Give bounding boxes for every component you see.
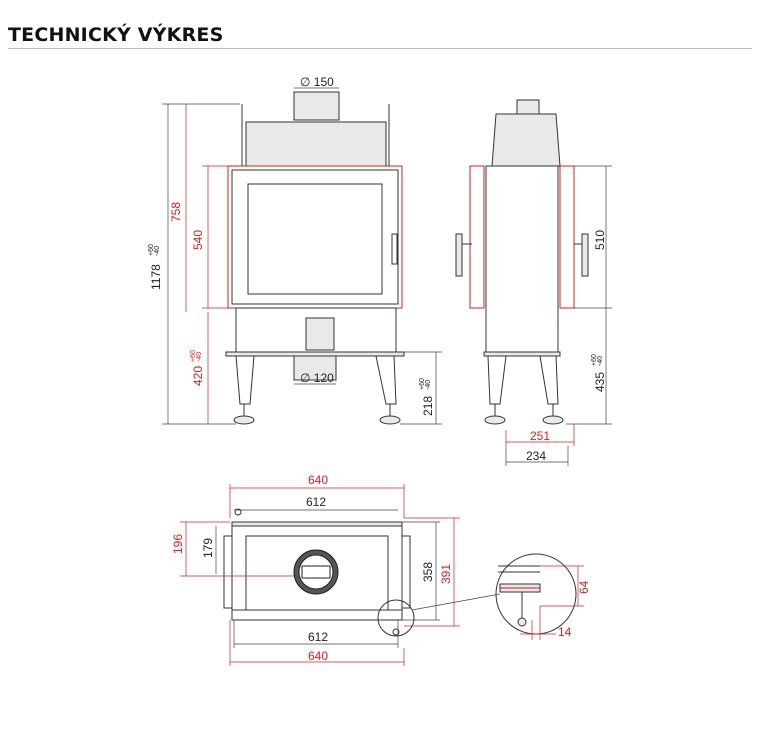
dim-64-label: 64 — [577, 580, 591, 594]
fireplace-frame-red — [227, 165, 403, 309]
door-handle — [391, 233, 398, 265]
side-foot-right — [542, 415, 564, 425]
leg-left — [235, 355, 255, 405]
air-inlet-collar — [293, 355, 337, 381]
top-housing — [245, 121, 387, 167]
front-view: ∅ 150 ∅ 120 1178 +60 -40 758 — [148, 75, 442, 425]
air-inlet-box — [305, 317, 335, 351]
dim-251-label: 251 — [530, 429, 550, 443]
adjuster-bottom-right — [392, 628, 400, 636]
dim-420-label: 420 — [191, 366, 205, 386]
dim-640-bottom-label: 640 — [308, 649, 328, 663]
side-body — [485, 165, 559, 353]
side-foot-left — [484, 415, 506, 425]
top-lower-band — [231, 609, 403, 621]
detail-adjuster — [517, 617, 527, 627]
top-side-flange-left — [223, 535, 233, 609]
dim-218-label: 218 — [421, 396, 435, 416]
side-flue-collar — [516, 99, 540, 115]
detail-view: 64 14 — [495, 553, 591, 640]
side-handle-right — [581, 233, 589, 277]
top-flue-grate — [301, 565, 331, 579]
dim-435-tol-plus: +60 — [591, 354, 598, 366]
flue-collar — [293, 91, 340, 121]
dim-758-label: 758 — [169, 202, 183, 222]
leg-right — [375, 355, 397, 405]
top-side-flange-right — [401, 535, 411, 609]
dim-1178-label: 1178 — [149, 264, 163, 290]
dim-420-tol-minus: -40 — [196, 352, 203, 362]
dim-540-label: 540 — [191, 230, 205, 250]
dim-218-tol-minus: -40 — [425, 380, 432, 390]
base-plate — [225, 351, 405, 357]
dim-435-tol-minus: -40 — [597, 356, 604, 366]
dim-218-tol-plus: +60 — [419, 378, 426, 390]
dim-358-label: 358 — [421, 562, 435, 582]
side-handle-left — [455, 233, 463, 277]
dim-1178-tol-minus: -40 — [154, 246, 161, 256]
dim-612-bottom-label: 612 — [308, 630, 328, 644]
dim-391-label: 391 — [439, 564, 453, 584]
air-inlet-diameter-label: ∅ 120 — [300, 371, 334, 385]
dim-234-label: 234 — [526, 449, 546, 463]
top-view: 640 612 612 640 196 179 — [171, 473, 501, 666]
fireplace-door — [231, 169, 399, 305]
side-base-plate — [483, 351, 561, 357]
dim-179-label: 179 — [201, 538, 215, 558]
dim-420-tol-plus: +60 — [190, 350, 197, 362]
adjuster-top-left — [234, 508, 242, 516]
flue-diameter-label: ∅ 150 — [300, 75, 334, 89]
side-frame-left-red — [469, 165, 485, 309]
dim-1178-tol-plus: +60 — [148, 244, 155, 256]
foot-right — [379, 415, 401, 425]
dim-510-label: 510 — [593, 230, 607, 250]
dim-14-label: 14 — [558, 625, 572, 639]
dim-435-label: 435 — [593, 372, 607, 392]
side-view: 510 435 +60 -40 251 234 — [455, 99, 612, 466]
dim-640-top-label: 640 — [308, 473, 328, 487]
detail-leader-line — [411, 593, 501, 611]
side-leg-right — [539, 355, 559, 405]
foot-left — [233, 415, 255, 425]
top-flue-inner — [298, 554, 334, 590]
dim-612-top-label: 612 — [306, 495, 326, 509]
top-front-plate — [231, 521, 403, 527]
title-divider — [8, 48, 752, 49]
dim-196-label: 196 — [171, 534, 185, 554]
page-title: TECHNICKÝ VÝKRES — [8, 24, 224, 46]
fireplace-glass — [247, 183, 383, 295]
side-frame-right-red — [559, 165, 575, 309]
detail-callout-circle — [377, 599, 415, 637]
side-leg-left — [487, 355, 507, 405]
side-top-housing — [491, 113, 561, 167]
